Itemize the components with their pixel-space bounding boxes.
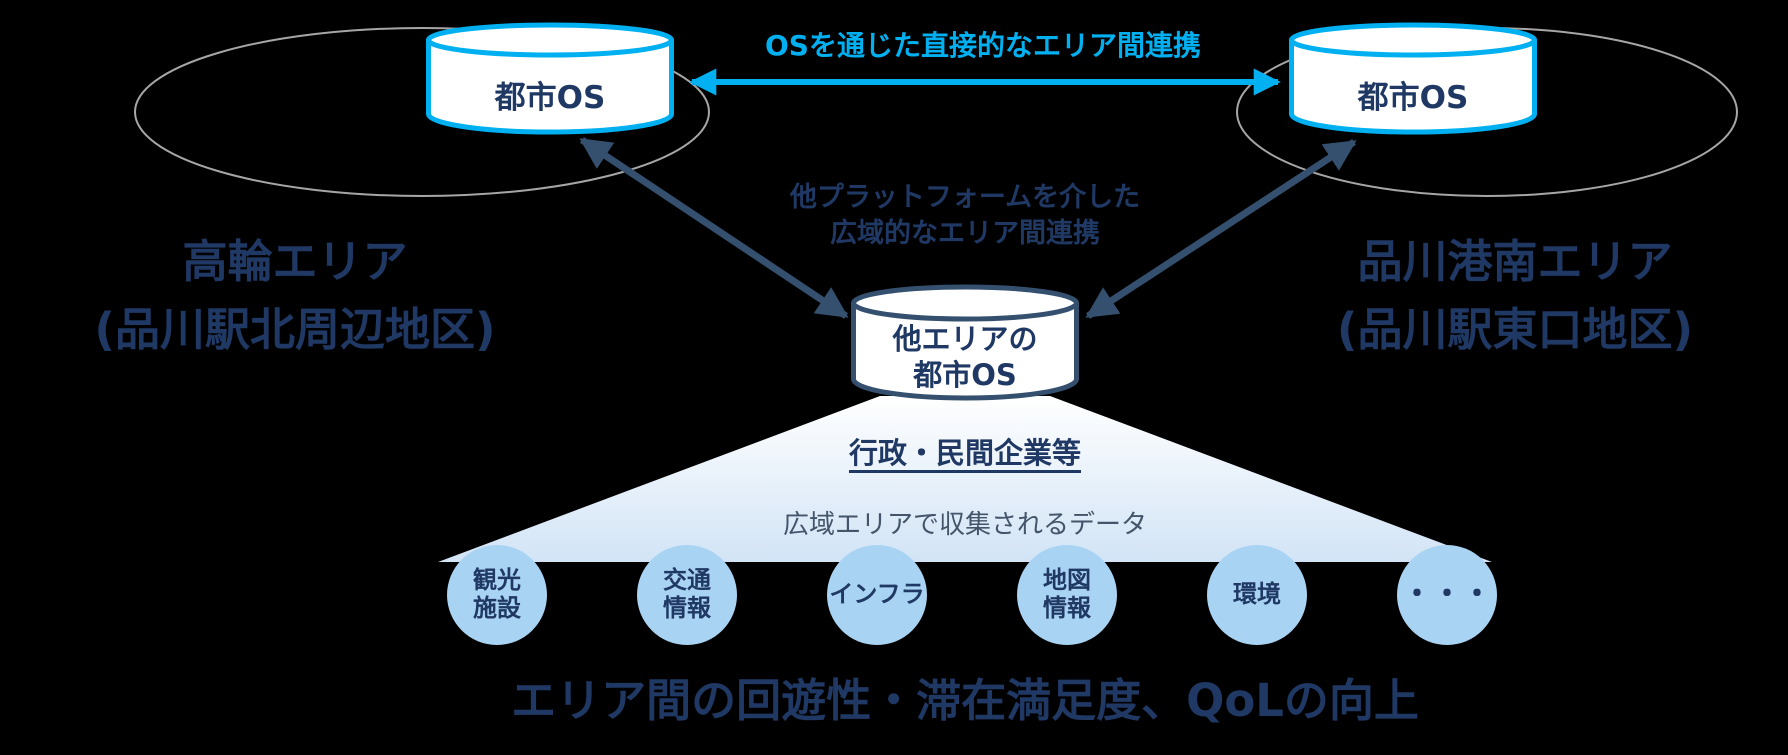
other-area-city-os-label: 他エリアの 都市OS <box>892 321 1038 392</box>
cylinder-icon <box>426 22 674 135</box>
right-platform-double-arrow <box>1085 139 1357 319</box>
other-area-city-os-cylinder: 他エリアの 都市OS <box>850 284 1080 404</box>
platform-link-label: 他プラットフォームを介した 広域的なエリア間連携 <box>789 182 1141 250</box>
right-city-os-label: 都市OS <box>1357 79 1469 116</box>
wide-area-funnel-shape <box>438 396 1492 562</box>
shinagawa-konan-area-title: 品川港南エリア (品川駅東口地区) <box>1336 235 1694 356</box>
takanawa-area-title: 高輪エリア (品川駅北周辺地区) <box>94 235 496 356</box>
data-node-map-info: 地図 情報 <box>1017 545 1117 645</box>
left-area-ellipse <box>134 27 710 197</box>
left-city-os-cylinder: 都市OS <box>425 22 675 136</box>
data-node-ellipsis: ・・・ <box>1397 545 1497 645</box>
right-city-os-cylinder: 都市OS <box>1288 22 1538 136</box>
data-node-tourist-facilities: 観光 施設 <box>447 545 547 645</box>
data-node-infrastructure: インフラ <box>827 545 927 645</box>
goal-label: エリア間の回遊性・滞在満足度、QoLの向上 <box>511 674 1419 727</box>
left-city-os-label: 都市OS <box>494 79 606 116</box>
data-node-traffic-info: 交通 情報 <box>637 545 737 645</box>
left-platform-double-arrow <box>579 137 849 319</box>
data-node-environment: 環境 <box>1207 545 1307 645</box>
direct-link-label: OSを通じた直接的なエリア間連携 <box>765 29 1201 62</box>
cylinder-icon <box>851 284 1079 401</box>
cylinder-icon <box>1289 22 1537 135</box>
collected-data-label: 広域エリアで収集されるデータ <box>782 510 1147 540</box>
government-private-label: 行政・民間企業等 <box>848 436 1081 470</box>
